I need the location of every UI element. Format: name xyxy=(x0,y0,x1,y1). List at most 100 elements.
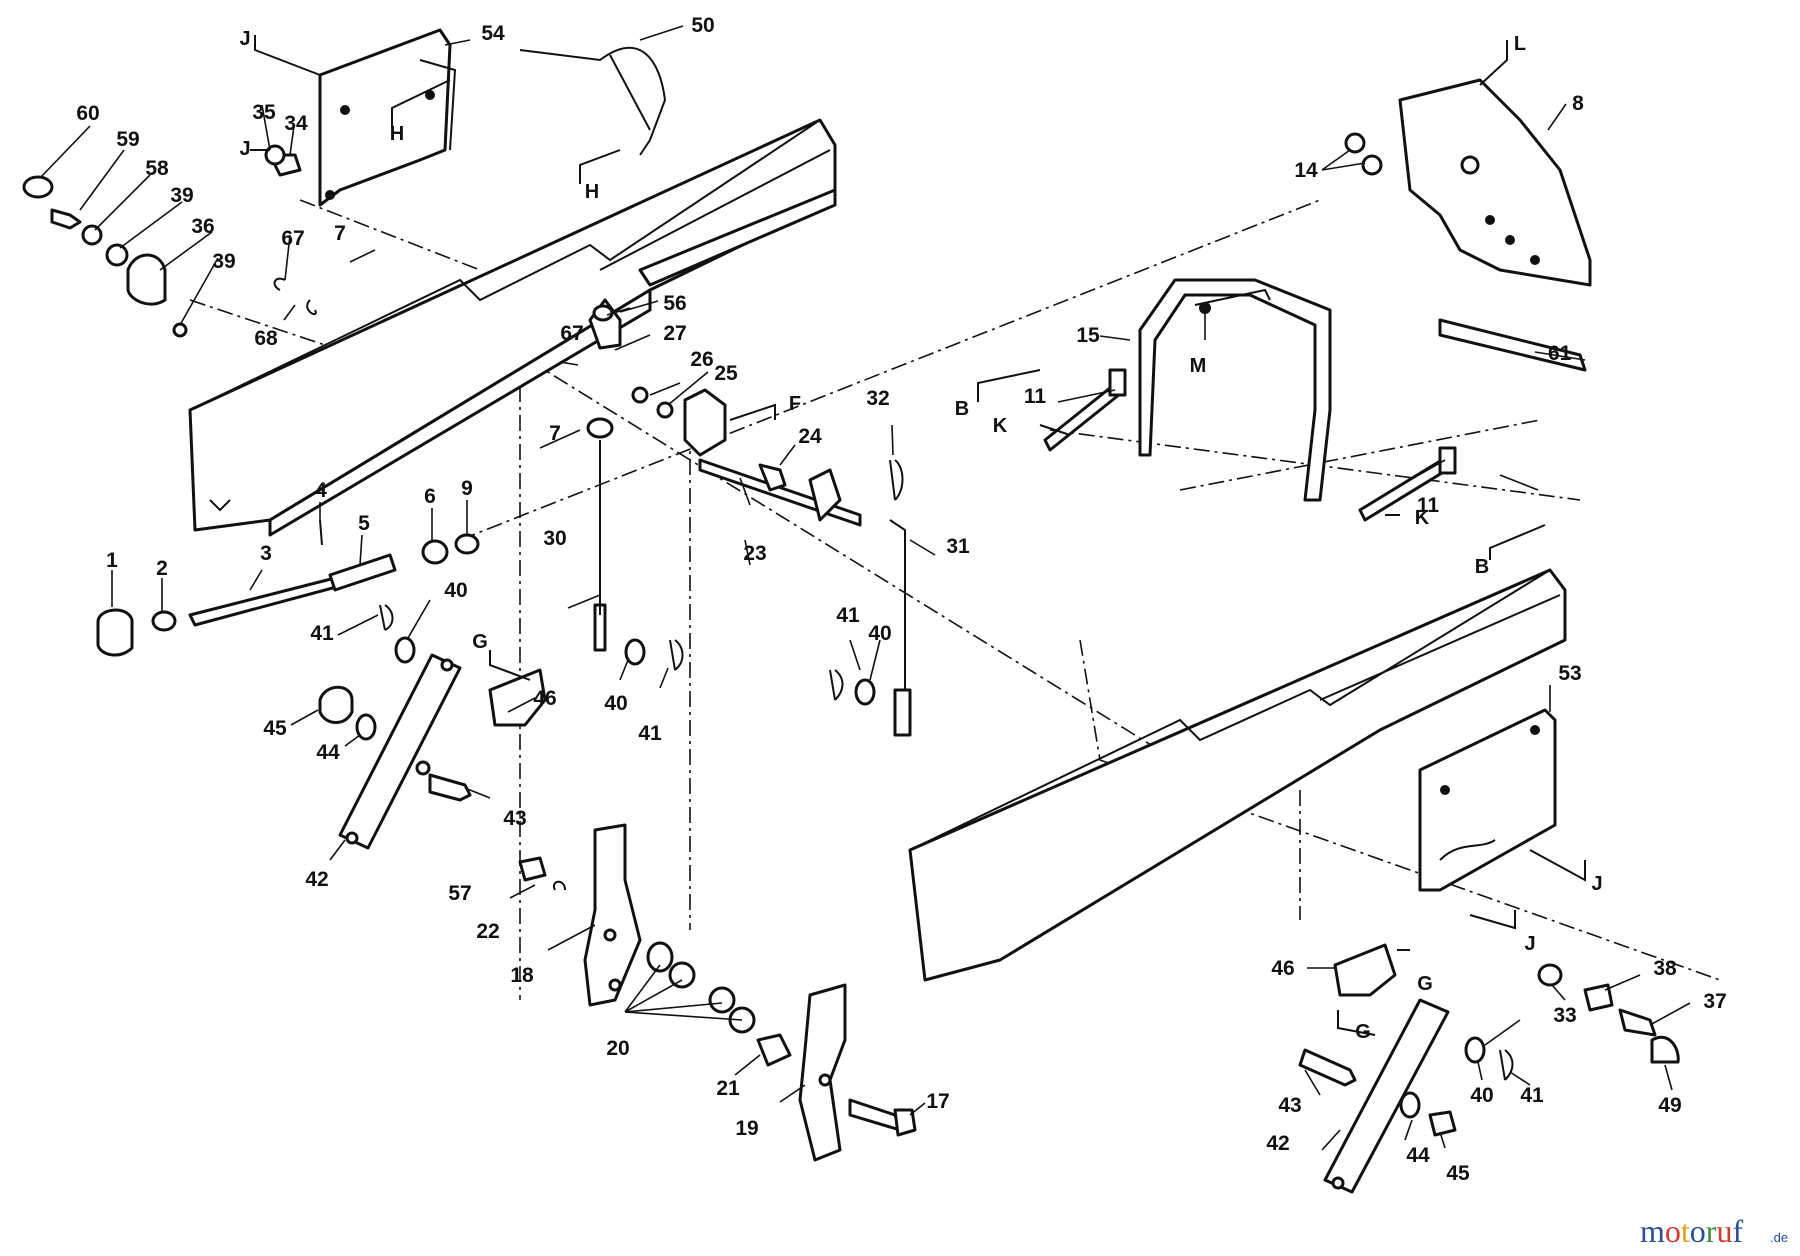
label-41-b: 41 xyxy=(638,722,662,745)
link-42-left xyxy=(338,653,462,850)
hairpin-41-b xyxy=(669,639,684,671)
watermark-tld: .de xyxy=(1770,1230,1788,1245)
label-56: 56 xyxy=(663,292,686,315)
ref-B-right: B xyxy=(1475,556,1489,578)
label-15: 15 xyxy=(1076,324,1100,347)
label-41-c: 41 xyxy=(836,604,860,627)
label-40-a: 40 xyxy=(444,579,467,602)
label-41-d: 41 xyxy=(1520,1084,1544,1107)
link-42-right xyxy=(1323,998,1450,1194)
watermark-letter: t xyxy=(1681,1213,1690,1249)
label-44-left: 44 xyxy=(316,741,340,764)
label-4: 4 xyxy=(315,479,327,502)
label-67-left: 67 xyxy=(281,227,304,250)
label-14: 14 xyxy=(1294,159,1318,182)
label-19: 19 xyxy=(735,1117,758,1140)
label-11-right: 11 xyxy=(1417,494,1440,517)
center-bracket-cluster xyxy=(586,298,787,652)
ref-L: L xyxy=(1514,33,1526,55)
label-58: 58 xyxy=(145,157,169,180)
label-7-mid: 7 xyxy=(549,422,561,445)
ref-G-right-lower: G xyxy=(1355,1021,1371,1043)
hairpin-32 xyxy=(889,459,904,501)
label-17: 17 xyxy=(926,1090,949,1113)
label-22: 22 xyxy=(476,920,499,943)
label-60: 60 xyxy=(76,102,99,125)
label-24: 24 xyxy=(798,425,822,448)
washers-40 xyxy=(394,636,1486,1064)
label-46-right: 46 xyxy=(1271,957,1294,980)
label-3: 3 xyxy=(260,542,272,565)
frame-rail-left xyxy=(188,118,837,537)
watermark-brand: motoruf xyxy=(1640,1213,1743,1249)
hardware-43-44-45-right xyxy=(1298,1048,1457,1137)
label-36: 36 xyxy=(191,215,214,238)
label-54: 54 xyxy=(481,22,505,45)
hairpin-41-c xyxy=(829,669,844,701)
watermark-letter: u xyxy=(1716,1213,1732,1249)
label-30: 30 xyxy=(543,527,566,550)
hairpin-41-a xyxy=(379,604,394,631)
label-61: 61 xyxy=(1548,342,1572,365)
label-27: 27 xyxy=(663,322,686,345)
label-50: 50 xyxy=(691,14,714,37)
label-23: 23 xyxy=(743,542,766,565)
rod-31 xyxy=(889,519,912,737)
label-9: 9 xyxy=(461,477,473,500)
ref-H-right: H xyxy=(585,181,599,203)
label-5: 5 xyxy=(358,512,370,535)
hardware-33-38-37-49 xyxy=(1537,963,1680,1064)
reference-letters: J J J J H H L M B B K K F G G G xyxy=(239,28,1602,1043)
ref-J-lower: J xyxy=(1524,933,1535,955)
label-21: 21 xyxy=(716,1077,740,1100)
ref-K-left: K xyxy=(993,415,1008,437)
label-18: 18 xyxy=(510,964,534,987)
arm-11-right xyxy=(1358,446,1457,522)
plate-46-right xyxy=(1333,943,1397,997)
plate-46-left xyxy=(488,668,547,727)
label-11-left: 11 xyxy=(1024,385,1047,408)
part-labels: 1 2 3 4 5 6 9 7 7 8 15 11 11 14 61 17 18… xyxy=(76,14,1726,1185)
label-26: 26 xyxy=(690,348,713,371)
label-45-left: 45 xyxy=(263,717,287,740)
label-45-right: 45 xyxy=(1446,1162,1470,1185)
label-33: 33 xyxy=(1553,1004,1576,1027)
bracket-8 xyxy=(1398,78,1592,287)
label-35: 35 xyxy=(252,101,276,124)
frame-rail-right xyxy=(908,568,1567,982)
label-32: 32 xyxy=(866,387,889,410)
ref-B-left: B xyxy=(955,398,969,420)
watermark-letter: o xyxy=(1665,1213,1681,1249)
label-34: 34 xyxy=(284,112,308,135)
label-53: 53 xyxy=(1558,662,1581,685)
hardware-upper-left xyxy=(22,144,317,338)
bolt-17 xyxy=(848,1098,917,1137)
plate-54 xyxy=(318,28,457,207)
ref-G-right-upper: G xyxy=(1417,973,1433,995)
ref-M: M xyxy=(1190,355,1207,377)
washers-20 xyxy=(646,941,756,1034)
label-31: 31 xyxy=(946,535,970,558)
label-42-right: 42 xyxy=(1266,1132,1289,1155)
ref-F: F xyxy=(789,393,801,415)
label-43-right: 43 xyxy=(1278,1094,1301,1117)
arm-18 xyxy=(583,823,642,1007)
label-40-b: 40 xyxy=(604,692,627,715)
label-57: 57 xyxy=(448,882,471,905)
label-25: 25 xyxy=(714,362,738,385)
label-20: 20 xyxy=(606,1037,629,1060)
hairpin-41-d xyxy=(1499,1049,1514,1081)
adjust-handle-assembly xyxy=(96,519,480,657)
label-59: 59 xyxy=(116,128,139,151)
arm-19 xyxy=(798,983,847,1162)
label-40-d: 40 xyxy=(1470,1084,1493,1107)
spacer-21 xyxy=(756,1033,792,1067)
rod-50 xyxy=(519,46,667,156)
label-68: 68 xyxy=(254,327,278,350)
label-49: 49 xyxy=(1658,1094,1681,1117)
watermark-letter: f xyxy=(1732,1213,1743,1249)
label-6: 6 xyxy=(424,485,436,508)
ref-J-right: J xyxy=(1591,873,1602,895)
label-43-left: 43 xyxy=(503,807,526,830)
